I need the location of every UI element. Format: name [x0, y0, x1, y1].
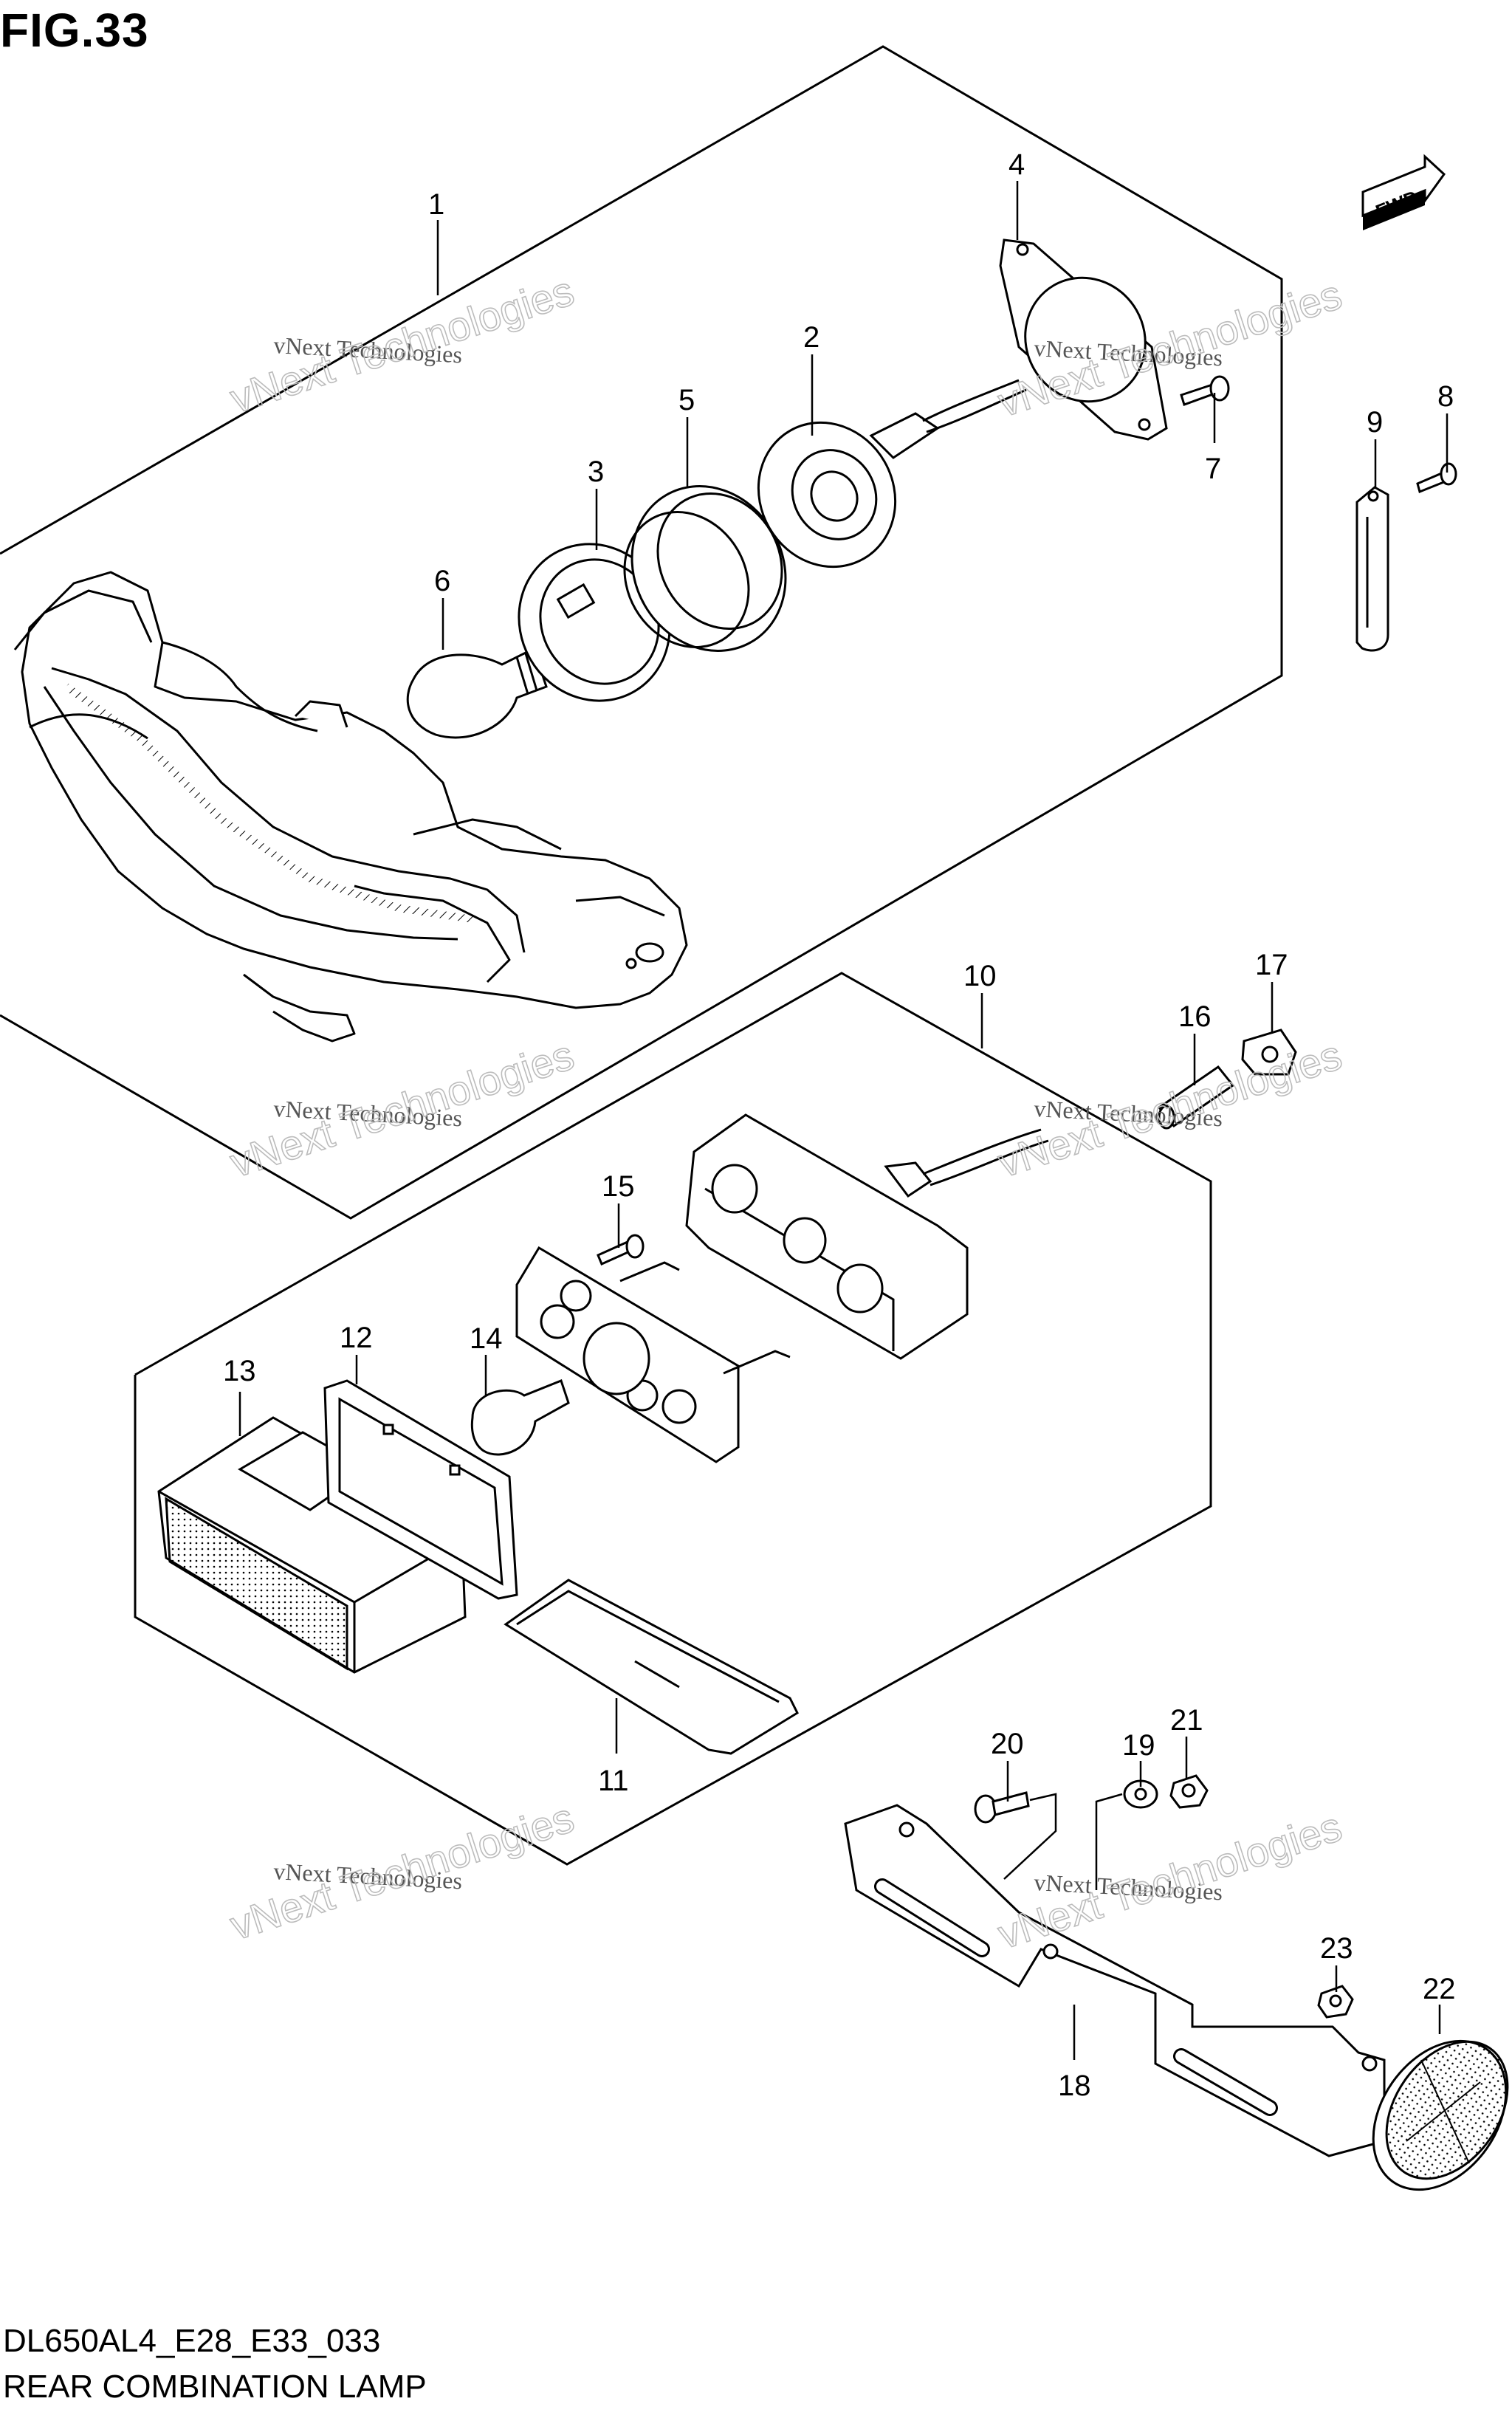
callout-18: 18 — [1058, 2070, 1091, 2102]
callout-12: 12 — [340, 1322, 373, 1354]
part-12-gasket — [323, 1379, 518, 1600]
part-8-screw — [1416, 462, 1457, 494]
socket-plate — [515, 1246, 791, 1463]
leader-lines — [238, 181, 1449, 2060]
callout-3: 3 — [588, 456, 604, 488]
part-22-reflector — [1372, 2039, 1509, 2191]
callout-2: 2 — [803, 321, 819, 354]
callout-14: 14 — [470, 1322, 503, 1355]
callout-1: 1 — [428, 188, 444, 221]
part-20-bolt — [974, 1791, 1030, 1824]
part-21-nut — [1169, 1774, 1209, 1809]
part-10-license-lamp-housing — [685, 1113, 1049, 1360]
callout-23: 23 — [1320, 1932, 1353, 1965]
part-6-bulb — [406, 648, 548, 739]
part-3-bulb-socket — [518, 543, 671, 702]
part-14-bulb — [470, 1379, 570, 1456]
part-18-bracket — [844, 1804, 1386, 2157]
callout-7: 7 — [1205, 453, 1221, 485]
callout-9: 9 — [1367, 406, 1383, 439]
figure-label: FIG.33 — [0, 4, 149, 57]
callout-17: 17 — [1255, 949, 1288, 981]
fwd-arrow-icon — [1361, 154, 1446, 230]
part-4-gasket — [999, 238, 1168, 441]
part-11-license-lens — [504, 1579, 799, 1755]
callout-19: 19 — [1122, 1729, 1155, 1762]
callout-20: 20 — [991, 1728, 1024, 1760]
diagram-caption: REAR COMBINATION LAMP — [3, 2369, 427, 2405]
part-23-nut — [1317, 1985, 1354, 2019]
group-box-1 — [0, 45, 1283, 1220]
part-19-washer — [1123, 1779, 1158, 1809]
callout-5: 5 — [678, 384, 695, 416]
group-box-2 — [134, 972, 1212, 1866]
model-code: DL650AL4_E28_E33_033 — [3, 2323, 381, 2359]
part-1-tail-lamp-housing — [13, 571, 688, 1043]
part-15-screw — [597, 1234, 645, 1266]
callout-8: 8 — [1437, 380, 1454, 413]
callout-15: 15 — [602, 1170, 635, 1203]
part-17-nut — [1241, 1029, 1297, 1076]
callout-10: 10 — [963, 960, 997, 992]
part-2-socket-harness — [757, 379, 1027, 569]
callout-4: 4 — [1008, 148, 1025, 181]
callout-21: 21 — [1170, 1704, 1203, 1737]
part-5-ring — [623, 485, 787, 652]
part-9-strap — [1355, 486, 1389, 652]
callout-11: 11 — [598, 1765, 629, 1797]
callout-13: 13 — [223, 1355, 256, 1387]
callout-22: 22 — [1423, 1973, 1456, 2005]
callout-labels: 1 2 3 4 5 6 7 8 9 10 11 12 13 14 15 16 1… — [223, 148, 1456, 2102]
callout-6: 6 — [434, 565, 450, 597]
part-16-collar — [1157, 1065, 1235, 1130]
callout-16: 16 — [1178, 1000, 1212, 1033]
part-7-screw — [1180, 375, 1230, 406]
